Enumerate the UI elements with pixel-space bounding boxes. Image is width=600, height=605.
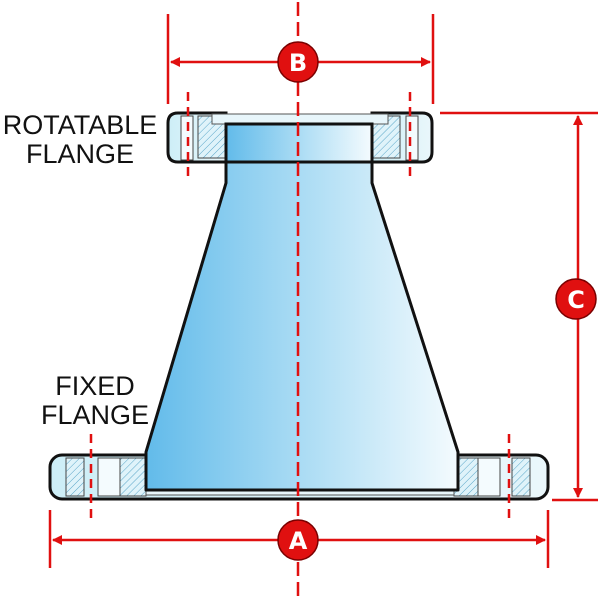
dimension-c-letter: C <box>567 286 585 314</box>
dimension-b-badge <box>277 41 319 83</box>
dimension-b: B <box>166 14 435 104</box>
dimension-a: A <box>48 510 550 568</box>
dimension-b-letter: B <box>289 49 307 77</box>
dimension-c-badge <box>555 278 597 320</box>
rotatable-flange <box>166 111 434 164</box>
fixed-flange-label-line1: FIXED <box>55 371 135 401</box>
dimension-a-badge <box>277 519 319 561</box>
dimension-c: C <box>440 111 598 502</box>
bolt-center-marks <box>89 92 511 522</box>
reducer-body <box>144 124 460 492</box>
rotatable-flange-label-line1: ROTATABLE <box>3 110 158 140</box>
rotatable-flange-label-line2: FLANGE <box>26 139 134 169</box>
dimension-a-letter: A <box>289 527 308 555</box>
fixed-flange-label-line2: FLANGE <box>41 400 149 430</box>
